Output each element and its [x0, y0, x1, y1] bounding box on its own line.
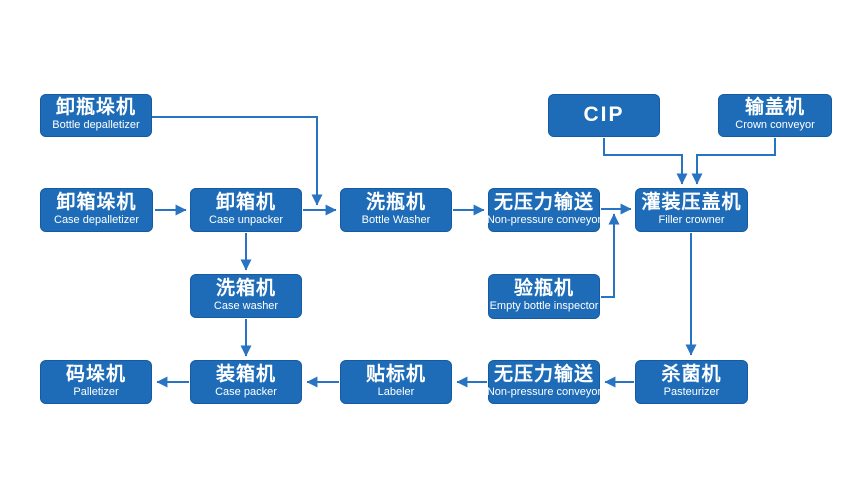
node-label-en: Pasteurizer	[663, 385, 720, 398]
node-label-zh: 卸箱垛机	[56, 191, 137, 213]
node-palletizer: 码垛机 Palletizer	[40, 360, 152, 404]
node-pasteurizer: 杀菌机 Pasteurizer	[635, 360, 748, 404]
node-crown-conveyor: 输盖机 Crown conveyor	[718, 94, 832, 137]
node-label-zh: 杀菌机	[661, 363, 722, 385]
edge-bottle-depalletizer-to-washer-line	[152, 116, 323, 206]
node-label-zh: 无压力输送	[493, 191, 594, 213]
node-case-packer: 装箱机 Case packer	[190, 360, 302, 404]
node-label-en: Non-pressure conveyor	[486, 385, 602, 398]
node-label-en: Case packer	[215, 385, 277, 398]
node-label-zh: 卸箱机	[215, 191, 276, 213]
node-non-pressure-conveyor-2: 无压力输送 Non-pressure conveyor	[486, 360, 602, 404]
node-empty-bottle-inspector: 验瓶机 Empty bottle inspector	[488, 274, 600, 319]
node-label-en: Filler crowner	[658, 213, 725, 226]
node-cip: CIP	[548, 94, 660, 137]
node-label-en: Bottle Washer	[361, 213, 431, 226]
node-label-en: Bottle depalletizer	[52, 119, 140, 132]
node-label-zh: CIP	[583, 103, 625, 127]
node-case-unpacker: 卸箱机 Case unpacker	[190, 188, 302, 232]
node-label-en: Case depalletizer	[54, 213, 139, 226]
edge-inspector-to-filler-line	[601, 213, 620, 298]
node-label-zh: 贴标机	[365, 363, 426, 385]
node-label-zh: 灌装压盖机	[641, 191, 742, 213]
node-case-washer: 洗箱机 Case washer	[190, 274, 302, 318]
node-bottle-depalletizer: 卸瓶垛机 Bottle depalletizer	[40, 94, 152, 137]
node-label-zh: 无压力输送	[493, 363, 594, 385]
node-label-zh: 卸瓶垛机	[55, 97, 136, 119]
node-label-en: Empty bottle inspector	[489, 300, 599, 313]
node-label-en: Non-pressure conveyor	[486, 213, 602, 226]
node-label-en: Crown conveyor	[735, 119, 815, 132]
node-label-en: Palletizer	[73, 385, 119, 398]
node-label-zh: 装箱机	[215, 363, 276, 385]
node-label-en: Case unpacker	[209, 213, 283, 226]
node-label-zh: 验瓶机	[513, 278, 574, 300]
node-filler-crowner: 灌装压盖机 Filler crowner	[635, 188, 748, 232]
node-label-zh: 输盖机	[744, 97, 805, 119]
node-case-depalletizer: 卸箱垛机 Case depalletizer	[40, 188, 153, 232]
node-label-en: Labeler	[377, 385, 415, 398]
node-label-zh: 洗箱机	[215, 277, 276, 299]
node-label-zh: 码垛机	[65, 363, 126, 385]
node-non-pressure-conveyor-1: 无压力输送 Non-pressure conveyor	[486, 188, 602, 232]
edge-cip-to-filler-crowner	[603, 138, 688, 185]
node-label-en: Case washer	[213, 299, 279, 312]
node-label-zh: 洗瓶机	[365, 191, 426, 213]
node-labeler: 贴标机 Labeler	[340, 360, 452, 404]
node-bottle-washer: 洗瓶机 Bottle Washer	[340, 188, 452, 232]
edge-crown-conveyor-to-filler-crowner	[691, 138, 776, 185]
